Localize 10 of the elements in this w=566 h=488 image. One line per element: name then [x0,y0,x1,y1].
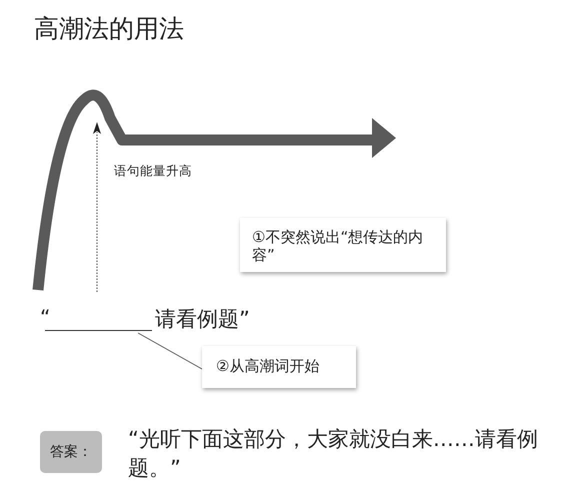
note-card: ②从高潮词开始 [202,346,356,388]
answer-text: “光听下面这部分，大家就没白来……请看例题。” [128,426,539,482]
note-card: ①不突然说出“想传达的内容” [240,218,446,272]
blank-line [45,329,152,331]
sentence-text: 请看例题” [155,306,250,333]
title: 高潮法的用法 [34,13,184,45]
annotation-text: 语句能量升高 [114,163,192,180]
answer-badge: 答案： [40,431,102,473]
quote-mark: “ [40,305,50,329]
leader-line [138,332,202,370]
